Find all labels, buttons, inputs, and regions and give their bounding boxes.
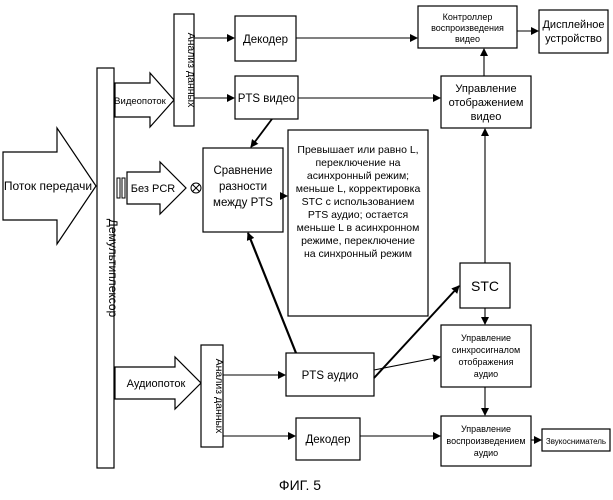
- display-device-block: Дисплейное устройство: [539, 10, 608, 53]
- audio-sync-control-block: Управление синхросигналом отображения ау…: [441, 325, 531, 387]
- video-display-control-line-2: отображением: [449, 97, 524, 109]
- rule-text-block: Превышает или равно L, переключение на а…: [288, 130, 428, 316]
- data-analysis-audio-label: Анализ данных: [213, 359, 225, 434]
- arrow-pts-video-to-compare: [251, 119, 272, 147]
- rule-text-line-3: асинхронный режим;: [307, 170, 409, 182]
- audio-sync-control-line-1: Управление: [461, 333, 511, 343]
- video-playback-controller-line-3: видео: [455, 34, 480, 44]
- display-device-line-1: Дисплейное: [542, 19, 604, 31]
- demultiplexer-block: Демультиплексор: [97, 68, 120, 468]
- sound-reproducer-block: Звукосниматель: [542, 429, 610, 451]
- pts-compare-line-3: между PTS: [213, 197, 273, 209]
- transport-stream-label: Поток передачи: [4, 179, 92, 193]
- display-device-line-2: устройство: [545, 33, 602, 45]
- audio-playback-control-block: Управление воспроизведением аудио: [441, 416, 531, 466]
- without-pcr-label: Без PCR: [131, 183, 175, 195]
- sound-reproducer-label: Звукосниматель: [546, 437, 606, 446]
- audio-sync-control-line-3: отображения: [459, 357, 514, 367]
- pts-video-label: PTS видео: [238, 93, 296, 105]
- pts-compare-line-1: Сравнение: [213, 165, 272, 177]
- rule-text-line-2: переключение на: [315, 157, 400, 169]
- video-playback-controller-line-2: воспроизведения: [431, 23, 504, 33]
- stc-label: STC: [471, 278, 499, 294]
- without-pcr-arrow: Без PCR: [117, 162, 201, 214]
- video-playback-controller-line-1: Контроллер: [443, 12, 493, 22]
- rule-text-line-6: PTS аудио; остается: [308, 209, 408, 221]
- pts-compare-line-2: разности: [219, 181, 267, 193]
- figure-caption: ФИГ. 5: [279, 477, 321, 493]
- stc-block: STC: [460, 263, 510, 308]
- data-analysis-audio-block: Анализ данных: [201, 345, 225, 447]
- video-display-control-block: Управление отображением видео: [441, 76, 531, 128]
- rule-text-line-8: режиме, переключение: [301, 235, 415, 247]
- audio-decoder-block: Декодер: [296, 418, 360, 460]
- rule-text-line-1: Превышает или равно L,: [297, 144, 418, 156]
- transport-stream-arrow: Поток передачи: [3, 128, 96, 244]
- demultiplexer-label: Демультиплексор: [106, 219, 120, 318]
- video-stream-label: Видеопоток: [114, 96, 167, 107]
- video-display-control-line-1: Управление: [455, 83, 516, 95]
- pts-video-block: PTS видео: [235, 76, 298, 119]
- rule-text-line-9: на синхронный режим: [304, 248, 412, 260]
- rule-text-line-7: меньше L в асинхронном: [297, 222, 420, 234]
- video-playback-controller-block: Контроллер воспроизведения видео: [418, 6, 517, 48]
- audio-playback-control-line-1: Управление: [461, 424, 511, 434]
- rule-text-line-4: меньше L, корректировка: [296, 183, 421, 195]
- video-decoder-block: Декодер: [235, 16, 296, 61]
- data-analysis-video-block: Анализ данных: [174, 14, 197, 126]
- audio-playback-control-line-2: воспроизведением: [446, 436, 525, 446]
- pts-audio-label: PTS аудио: [302, 370, 359, 382]
- video-stream-arrow: Видеопоток: [114, 73, 174, 127]
- audio-stream-label: Аудиопоток: [127, 378, 186, 390]
- pts-compare-block: Сравнение разности между PTS: [203, 148, 283, 232]
- pts-audio-block: PTS аудио: [286, 353, 374, 396]
- audio-decoder-label: Декодер: [306, 434, 351, 446]
- audio-sync-control-line-4: аудио: [474, 369, 498, 379]
- data-analysis-video-label: Анализ данных: [185, 33, 197, 108]
- video-decoder-label: Декодер: [243, 34, 288, 46]
- rule-text-line-5: STC с использованием: [302, 196, 415, 208]
- video-display-control-line-3: видео: [471, 111, 502, 123]
- audio-stream-arrow: Аудиопоток: [115, 357, 201, 409]
- audio-playback-control-line-3: аудио: [474, 448, 498, 458]
- blocked-cross-icon: [191, 183, 201, 193]
- audio-sync-control-line-2: синхросигналом: [452, 345, 520, 355]
